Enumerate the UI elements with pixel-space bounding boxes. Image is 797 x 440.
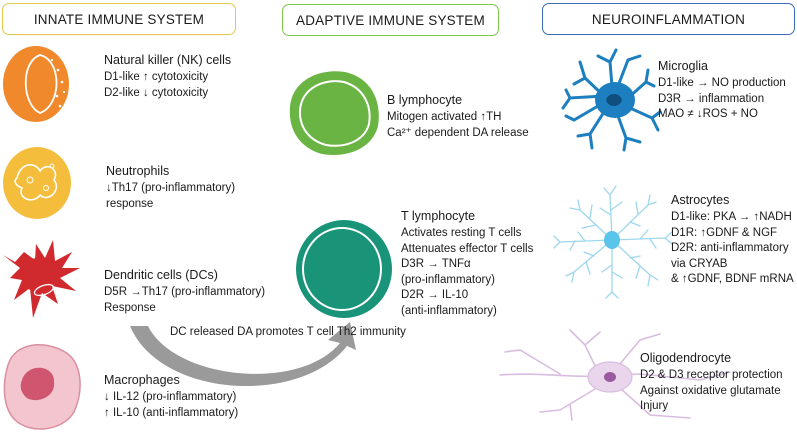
dc-arrow-line-2: T cell Th2 immunity [306, 326, 406, 338]
dendritic-cells-text: Dendritic cells (DCs) D5R →Th17 (pro-inf… [104, 267, 265, 316]
t-lymphocyte-line-4: (pro-inflammatory) [401, 273, 495, 286]
oligodendrocyte-title: Oligodendrocyte [640, 351, 732, 365]
dc-arrow-label: DC released DA promotes T cell Th2 immun… [170, 325, 406, 340]
header-adaptive: ADAPTIVE IMMUNE SYSTEM [282, 4, 499, 36]
nk-cells-text: Natural killer (NK) cells D1-like ↑ cyto… [104, 52, 231, 101]
neutrophils-line-2: response [106, 197, 154, 210]
t-lymphocyte-title: T lymphocyte [401, 209, 476, 223]
astrocytes-line-3: D2R: anti-inflammatory [671, 242, 789, 254]
astrocytes-title: Astrocytes [671, 193, 730, 207]
t-lymphocyte-line-6: (anti-inflammatory) [401, 304, 497, 317]
b-lymphocyte-icon [289, 71, 379, 155]
neutrophil-icon [3, 147, 71, 219]
t-lymphocyte-line-1: Activates resting T cells [401, 227, 522, 239]
b-lymphocyte-line-2: Ca²⁺ dependent DA release [387, 126, 529, 139]
dendritic-cells-line-2: Response [104, 301, 156, 314]
macrophages-line-1: ↓ IL-12 (pro-inflammatory) [104, 391, 237, 403]
dc-arrow-line-1: DC released DA promotes [170, 326, 304, 338]
macrophages-title: Macrophages [104, 373, 180, 387]
macrophage-icon [3, 344, 81, 430]
dendritic-cell-icon [3, 240, 80, 318]
astrocytes-text: Astrocytes D1-like: PKA → ↑NADH D1R: ↑GD… [671, 192, 794, 288]
nk-cell-icon [3, 46, 69, 122]
neutrophils-title: Neutrophils [106, 164, 170, 178]
t-lymphocyte-icon [296, 220, 392, 318]
t-lymphocyte-line-3: D3R → TNFα [401, 258, 471, 270]
t-lymphocyte-line-5: D2R → IL-10 [401, 289, 469, 301]
oligodendrocyte-body-icon [587, 361, 633, 393]
t-lymphocyte-text: T lymphocyte Activates resting T cells A… [401, 208, 533, 319]
oligodendrocyte-line-3: Injury [640, 400, 669, 412]
dendritic-cells-line-1: D5R →Th17 (pro-inflammatory) [104, 286, 266, 298]
microglia-line-3: MAO ≠ ↓ROS + NO [658, 108, 758, 120]
microglia-icon [561, 48, 662, 152]
dendritic-cells-title: Dendritic cells (DCs) [104, 268, 218, 282]
microglia-line-1: D1-like → NO production [658, 77, 786, 89]
astrocytes-line-1: D1-like: PKA → ↑NADH [671, 211, 792, 223]
astrocyte-icon [553, 185, 673, 299]
nk-cells-line-1: D1-like ↑ cytotoxicity [104, 71, 209, 83]
neutrophils-text: Neutrophils ↓Th17 (pro-inflammatory) res… [106, 163, 235, 212]
nk-cells-line-2: D2-like ↓ cytotoxicity [104, 86, 209, 99]
b-lymphocyte-text: B lymphocyte Mitogen activated ↑TH Ca²⁺ … [387, 92, 529, 141]
header-innate: INNATE IMMUNE SYSTEM [2, 3, 236, 35]
t-lymphocyte-line-2: Attenuates effector T cells [401, 242, 534, 255]
nk-cells-title: Natural killer (NK) cells [104, 53, 232, 67]
oligodendrocyte-line-2: Against oxidative glutamate [640, 384, 781, 397]
macrophages-text: Macrophages ↓ IL-12 (pro-inflammatory) ↑… [104, 372, 238, 421]
b-lymphocyte-line-1: Mitogen activated ↑TH [387, 111, 502, 123]
microglia-body-icon [595, 82, 635, 118]
microglia-title: Microglia [658, 59, 709, 73]
b-lymphocyte-title: B lymphocyte [387, 93, 463, 107]
oligodendrocyte-line-1: D2 & D3 receptor protection [640, 369, 783, 381]
header-neuroinflammation: NEUROINFLAMMATION [542, 3, 795, 35]
neutrophils-line-1: ↓Th17 (pro-inflammatory) [106, 182, 236, 194]
dc-to-t-cell-arrow-icon [130, 322, 356, 387]
oligodendrocyte-text: Oligodendrocyte D2 & D3 receptor protect… [640, 350, 783, 415]
macrophages-line-2: ↑ IL-10 (anti-inflammatory) [104, 406, 239, 419]
astrocytes-line-5: & ↑GDNF, BDNF mRNA [671, 273, 794, 285]
astrocyte-body-icon [604, 231, 620, 249]
microglia-line-2: D3R → inflammation [658, 92, 765, 105]
microglia-text: Microglia D1-like → NO production D3R → … [658, 58, 786, 123]
astrocytes-line-2: D1R: ↑GDNF & NGF [671, 226, 778, 239]
astrocytes-line-4: via CRYAB [671, 257, 728, 270]
